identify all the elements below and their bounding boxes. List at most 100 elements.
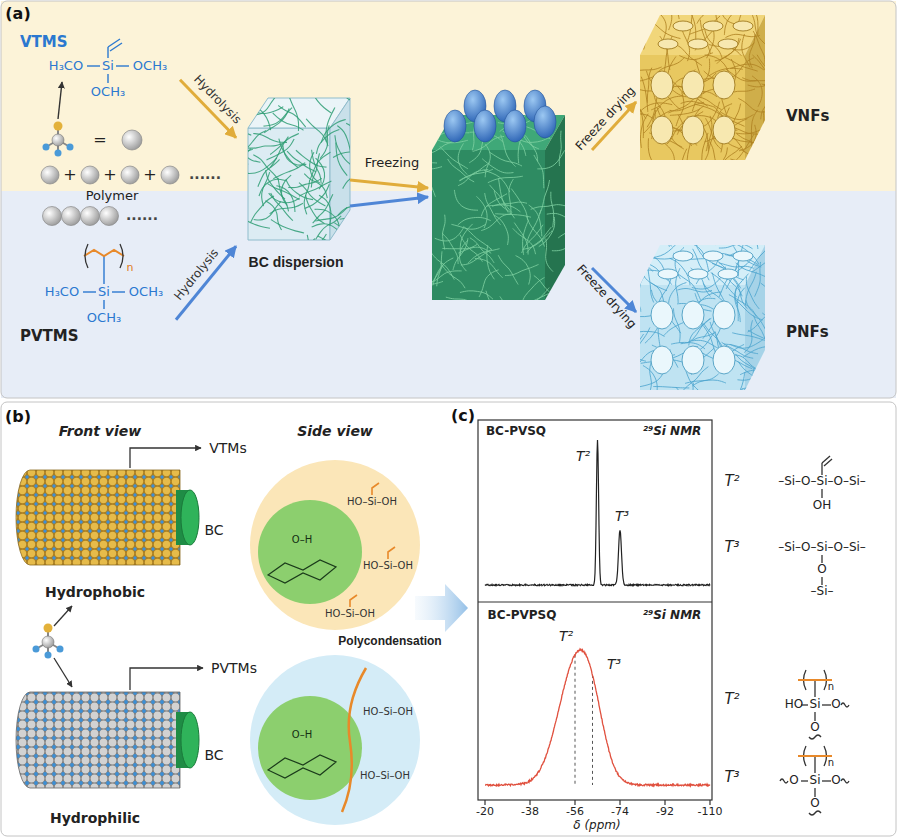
- repeat-index: n: [828, 757, 834, 769]
- atom-label: O: [810, 797, 819, 811]
- dispersion-cube: [304, 180, 309, 214]
- porous-cube: [606, 211, 794, 418]
- atom-label: Si: [810, 774, 821, 788]
- chemical-bond: [116, 65, 129, 66]
- leader-line: [130, 668, 203, 690]
- leader-line: [54, 658, 72, 687]
- porous-cube: [651, 21, 753, 144]
- process-label: Polycondensation: [338, 635, 441, 649]
- porous-cube: [626, 67, 661, 72]
- molecule-icon: [58, 82, 62, 119]
- dispersion-cube: [258, 159, 280, 186]
- axis-tick: -56: [566, 806, 584, 819]
- porous-cube: [739, 220, 758, 249]
- frozen-block: [487, 205, 521, 212]
- dispersion-cube: [248, 144, 283, 149]
- polymer-chain: [84, 244, 124, 268]
- panel-background: [1, 402, 896, 836]
- porous-cube: [703, 251, 723, 261]
- dispersion-cube: [319, 195, 331, 226]
- dispersion-cube: [278, 178, 289, 212]
- repeat-index: n: [828, 681, 834, 693]
- dispersion-cube: [251, 102, 271, 131]
- dispersion-cube: [326, 108, 335, 142]
- view-heading: Side view: [297, 423, 373, 439]
- chemical-bond: [103, 256, 104, 284]
- porous-cube: [731, 372, 745, 404]
- part-label: BC: [204, 747, 223, 763]
- dispersion-cube: [284, 239, 315, 254]
- porous-cube: [730, 159, 765, 163]
- peak-label: T²: [724, 691, 739, 708]
- frozen-block: [490, 152, 522, 166]
- porous-cube: [735, 354, 762, 377]
- porous-cube: [682, 71, 704, 99]
- porous-cube: [752, 76, 762, 107]
- chemical-bond: [83, 291, 96, 292]
- porous-cube: [764, 84, 793, 103]
- porous-cube: [729, 252, 758, 264]
- atom-label: H₃CO: [49, 59, 83, 74]
- porous-cube: [629, 327, 650, 356]
- porous-cube: [719, 244, 753, 249]
- frozen-block: [443, 215, 446, 250]
- porous-cube: [628, 247, 653, 272]
- frozen-block: [435, 227, 464, 241]
- frozen-block: [430, 271, 462, 283]
- frozen-block: [530, 287, 562, 302]
- nmr-plot: [485, 440, 710, 586]
- porous-cube: [651, 71, 673, 99]
- dispersion-cube: [213, 139, 248, 143]
- dispersion-cube: [288, 178, 322, 187]
- dispersion-cube: [253, 155, 278, 180]
- nmr-plot: [485, 440, 710, 586]
- porous-cube: [740, 370, 773, 377]
- frozen-block: [494, 215, 508, 245]
- frozen-block: [533, 294, 554, 321]
- atom-label: H₃CO: [45, 285, 79, 300]
- porous-cube: [681, 101, 716, 107]
- porous-cube: [718, 0, 738, 24]
- node-label: PNFs: [786, 324, 829, 341]
- frozen-block: [422, 264, 443, 292]
- porous-cube: [752, 55, 775, 83]
- structure-formula: –Si–O–Si–O–Si–: [778, 475, 866, 489]
- porous-cube: [714, 11, 749, 13]
- porous-cube: [718, 39, 738, 49]
- dispersion-cube: [343, 165, 368, 189]
- porous-cube: [696, 216, 708, 245]
- porous-cube: [606, 0, 797, 418]
- frozen-block: [399, 90, 592, 326]
- porous-cube: [761, 124, 787, 147]
- porous-cube: [658, 269, 678, 279]
- porous-cube: [681, 333, 714, 344]
- part-label: PVTMs: [211, 660, 257, 676]
- frozen-block: [408, 279, 443, 284]
- dispersion-cube: [335, 135, 352, 165]
- atom-label: O: [831, 698, 840, 712]
- chemical-bond: [814, 680, 815, 697]
- porous-cube: [679, 53, 713, 60]
- frozen-block: [509, 179, 513, 214]
- porous-cube: [752, 252, 782, 272]
- chemical-bond: [103, 300, 104, 309]
- frozen-block: [458, 143, 467, 174]
- porous-cube: [673, 21, 693, 31]
- porous-cube: [623, 10, 658, 15]
- porous-cube: [642, 228, 671, 246]
- porous-cube: [644, 225, 669, 246]
- dispersion-cube: [306, 119, 328, 146]
- cross-section: [388, 547, 395, 559]
- porous-cube: [623, 334, 643, 363]
- frozen-block: [486, 291, 502, 323]
- frozen-block: [475, 258, 503, 277]
- chemical-bond: [821, 555, 822, 563]
- porous-cube: [651, 346, 673, 374]
- molecule-icon: [55, 150, 62, 157]
- dispersion-cube: [242, 230, 245, 266]
- dispersion-cube: [346, 123, 378, 139]
- frozen-block: [546, 239, 553, 272]
- frozen-block: [468, 249, 500, 264]
